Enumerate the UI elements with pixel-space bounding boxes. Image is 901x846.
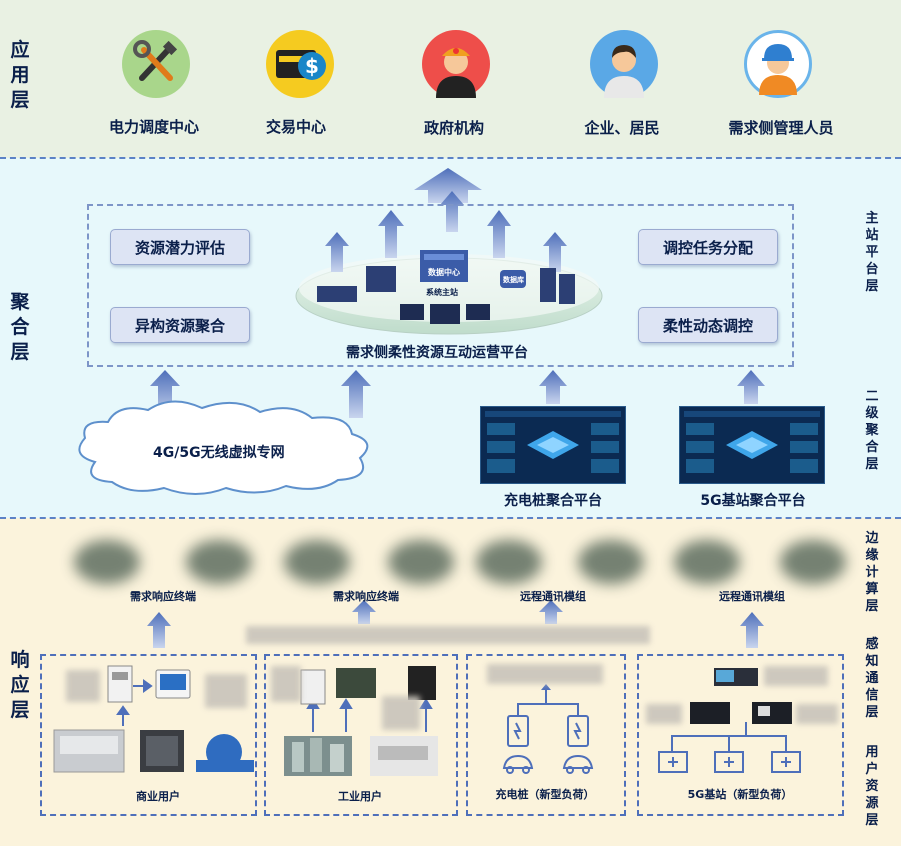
module-label-charging: 远程通讯模组 (520, 590, 586, 603)
system-master-station-label: 系统主站 (426, 288, 458, 297)
blurred-device (487, 664, 603, 684)
terminal-device-image (74, 540, 140, 584)
resource-potential-eval-button[interactable]: 资源潜力评估 (110, 229, 250, 265)
commercial-user-arrows (116, 679, 153, 726)
base-station-links (671, 722, 787, 752)
module-device-image (476, 540, 542, 584)
dollar-card-icon: $ (266, 30, 334, 98)
network-label: 4G/5G无线虚拟专网 (153, 445, 285, 461)
database-label: 数据库 (503, 276, 524, 284)
app-label-dsm-staff: 需求侧管理人员 (728, 119, 834, 137)
battery-icons (658, 751, 801, 773)
blurred-device (205, 674, 247, 708)
industrial-user-group (264, 654, 458, 816)
module-label-base-station: 远程通讯模组 (719, 590, 785, 603)
module-device-image (674, 540, 740, 584)
data-center-servers (317, 250, 575, 324)
blurred-device (764, 666, 828, 686)
charging-pile-icons (502, 715, 594, 774)
layer-divider-top (0, 157, 901, 159)
industrial-devices (284, 666, 438, 776)
arrows-to-platform (150, 370, 765, 418)
heterogeneous-resource-aggregation-button[interactable]: 异构资源聚合 (110, 307, 250, 343)
control-task-allocation-button[interactable]: 调控任务分配 (638, 229, 778, 265)
blurred-device (271, 666, 301, 702)
app-label-residents: 企业、居民 (584, 119, 660, 137)
sensing-communication-bar (246, 626, 650, 644)
terminal-up-arrows (147, 600, 764, 648)
base-station-platform-dashboard (679, 406, 825, 484)
terminal-device-image (284, 540, 350, 584)
base-station-devices (690, 668, 792, 724)
svg-text:$: $ (305, 54, 319, 78)
arrow-to-application (414, 168, 482, 203)
blurred-device (66, 670, 100, 702)
terminal-device-image (388, 540, 454, 584)
base-station-group (637, 654, 844, 816)
worker-icon (744, 30, 812, 98)
industrial-user-label: 工业用户 (338, 790, 382, 803)
blurred-device (382, 696, 420, 730)
commercial-user-group (40, 654, 257, 816)
layer-divider-bottom (0, 517, 901, 519)
commercial-user-label: 商业用户 (136, 790, 180, 803)
platform-title: 需求侧柔性资源互动运营平台 (346, 345, 528, 361)
app-label-dispatch: 电力调度中心 (108, 118, 199, 136)
terminal-label-commercial: 需求响应终端 (130, 590, 196, 603)
blurred-device (796, 704, 838, 724)
charging-pile-group (466, 654, 626, 816)
user-resource-layer-label: 用户资源层 (865, 745, 879, 828)
app-label-government: 政府机构 (423, 119, 484, 137)
blurred-device (646, 704, 682, 724)
main-station-layer-label: 主站平台层 (865, 211, 879, 294)
platform-output-arrows (325, 191, 567, 272)
secondary-aggregation-layer-label: 二级聚合层 (865, 389, 879, 472)
data-center-label: 数据中心 (428, 268, 460, 277)
base-station-user-label: 5G基站（新型负荷） (687, 788, 793, 801)
module-device-image (578, 540, 644, 584)
app-label-trading: 交易中心 (265, 118, 326, 136)
module-device-image (780, 540, 846, 584)
tools-icon (122, 30, 190, 98)
charging-platform-label: 充电桩聚合平台 (504, 493, 602, 509)
main-platform-frame (87, 204, 794, 367)
aggregation-layer-label: 聚合层 (10, 291, 30, 363)
charging-pile-user-label: 充电桩（新型负荷） (495, 788, 595, 801)
charging-platform-dashboard (480, 406, 626, 484)
terminal-device-image (186, 540, 252, 584)
person-icon (590, 30, 658, 98)
application-layer-label: 应用层 (10, 39, 30, 111)
terminal-label-industrial: 需求响应终端 (333, 590, 399, 603)
base-station-platform-label: 5G基站聚合平台 (700, 493, 806, 509)
network-cloud (78, 400, 369, 495)
sensing-communication-layer-label: 感知通信层 (865, 637, 879, 720)
flexible-dynamic-control-button[interactable]: 柔性动态调控 (638, 307, 778, 343)
response-layer-label: 响应层 (10, 649, 30, 721)
industrial-user-arrows (306, 698, 433, 732)
commercial-devices (53, 665, 254, 773)
official-icon (422, 30, 490, 98)
edge-computing-layer-label: 边缘计算层 (865, 531, 879, 614)
